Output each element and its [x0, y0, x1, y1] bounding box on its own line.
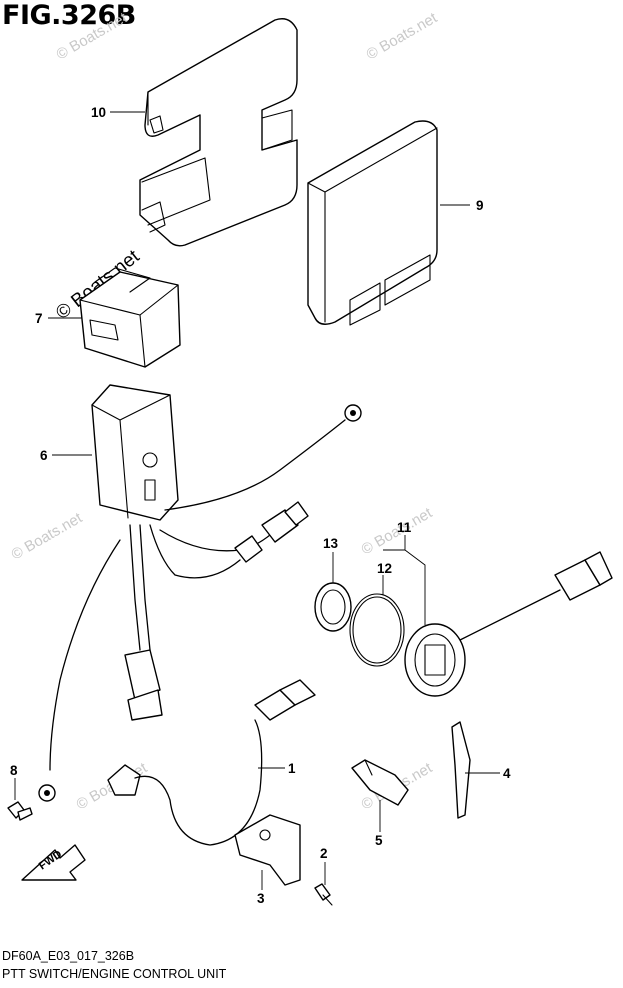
callout-12: 12	[377, 561, 392, 576]
callout-10: 10	[91, 105, 106, 120]
part-6-module[interactable]	[38, 384, 362, 802]
figure-code: DF60A_E03_017_326B	[2, 949, 135, 963]
part-4-cable-tie[interactable]	[451, 721, 471, 819]
part-13-ring[interactable]	[314, 582, 352, 632]
callout-2: 2	[320, 846, 328, 861]
callout-4: 4	[503, 766, 511, 781]
callout-8: 8	[10, 763, 18, 778]
part-12-oring[interactable]	[349, 593, 405, 667]
figure-title: FIG.326B	[2, 0, 136, 31]
callout-9: 9	[476, 198, 484, 213]
callout-5: 5	[375, 833, 383, 848]
part-9-ecu[interactable]	[307, 120, 438, 326]
figure-subtitle: PTT SWITCH/ENGINE CONTROL UNIT	[2, 967, 227, 981]
part-8-bolt[interactable]	[7, 801, 33, 821]
forward-direction-arrow: FWD	[21, 844, 86, 881]
part-10-cover[interactable]	[139, 18, 298, 247]
callout-1: 1	[288, 761, 296, 776]
part-11-socket[interactable]	[404, 551, 613, 697]
part-5-clamp[interactable]	[351, 759, 409, 806]
callouts: 10 9 7 6 8 1 2 3 4 5 13 12 11	[10, 105, 511, 906]
part-7-relay[interactable]	[79, 267, 181, 368]
watermark: © Boats.net	[54, 9, 131, 63]
part-1-switch[interactable]	[107, 679, 316, 846]
part-3-bracket[interactable]	[234, 814, 301, 886]
watermark: © Boats.net	[364, 9, 441, 63]
callout-11: 11	[397, 520, 412, 535]
part-2-screw[interactable]	[314, 883, 333, 906]
callout-6: 6	[40, 448, 48, 463]
leader-lines	[14, 111, 500, 890]
callout-3: 3	[257, 891, 265, 906]
callout-7: 7	[35, 311, 43, 326]
watermark: © Boats.net	[9, 509, 86, 563]
callout-13: 13	[323, 536, 339, 551]
